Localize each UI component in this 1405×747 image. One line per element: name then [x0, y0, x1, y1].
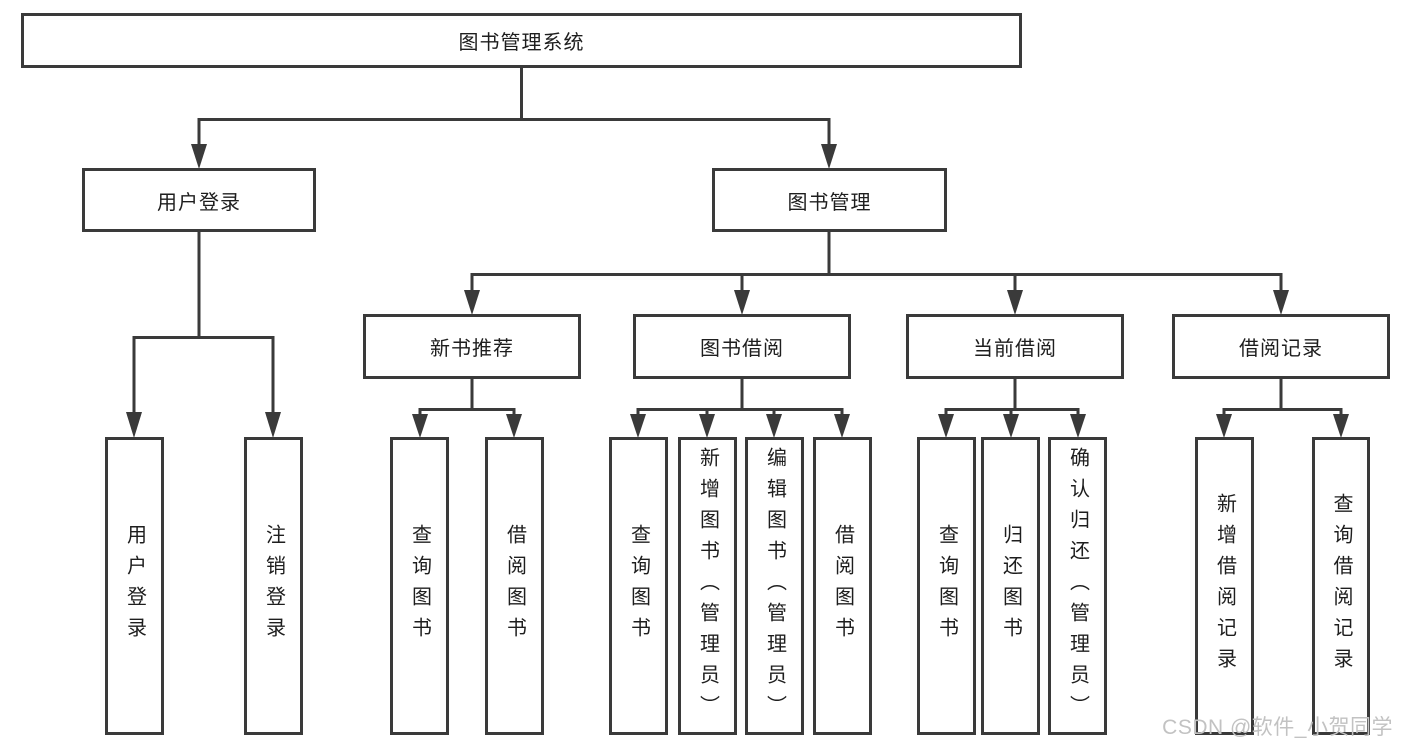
leaf-label: 编辑图书（管理员） — [763, 446, 786, 726]
leaf-label: 借阅图书 — [503, 524, 526, 648]
leaf-label: 新增图书（管理员） — [696, 446, 719, 726]
node-new-book-recommend: 新书推荐 — [363, 314, 581, 379]
node-book-borrowing: 图书借阅 — [633, 314, 851, 379]
leaf-label: 用户登录 — [123, 524, 146, 648]
node-current-borrowing: 当前借阅 — [906, 314, 1124, 379]
node-leaf-add-books-admin: 新增图书（管理员） — [678, 437, 737, 735]
connector-book-management-children — [464, 232, 1289, 315]
leaf-label: 归还图书 — [999, 524, 1022, 648]
node-borrowing-records: 借阅记录 — [1172, 314, 1390, 379]
leaf-label: 注销登录 — [262, 524, 285, 648]
leaf-label: 新增借阅记录 — [1213, 493, 1236, 679]
node-leaf-add-borrow-record: 新增借阅记录 — [1195, 437, 1254, 735]
node-leaf-borrow-books: 借阅图书 — [813, 437, 872, 735]
leaf-label: 查询图书 — [627, 524, 650, 648]
connector-root-to-level2 — [191, 67, 837, 169]
connector-book-borrowing-children — [630, 379, 850, 438]
leaf-label: 确认归还（管理员） — [1066, 446, 1089, 726]
csdn-watermark: CSDN @软件_小贺同学 — [1162, 716, 1393, 739]
connector-current-borrowing-children — [938, 379, 1086, 438]
leaf-label: 查询借阅记录 — [1330, 493, 1352, 679]
node-leaf-query-books-borrowing: 查询图书 — [609, 437, 668, 735]
node-library-system: 图书管理系统 — [21, 13, 1022, 68]
node-user-login: 用户登录 — [82, 168, 316, 232]
node-leaf-user-login: 用户登录 — [105, 437, 164, 735]
node-leaf-query-books-recommend: 查询图书 — [390, 437, 449, 735]
node-leaf-borrow-books-recommend: 借阅图书 — [485, 437, 544, 735]
leaf-label: 查询图书 — [935, 524, 958, 648]
node-leaf-query-borrow-record: 查询借阅记录 — [1312, 437, 1370, 735]
node-leaf-logout: 注销登录 — [244, 437, 303, 735]
leaf-label: 查询图书 — [408, 524, 431, 648]
node-leaf-confirm-return-admin: 确认归还（管理员） — [1048, 437, 1107, 735]
node-book-management: 图书管理 — [712, 168, 947, 232]
node-leaf-return-books: 归还图书 — [981, 437, 1040, 735]
node-leaf-edit-books-admin: 编辑图书（管理员） — [745, 437, 804, 735]
node-leaf-query-books-current: 查询图书 — [917, 437, 976, 735]
connector-user-login-children — [126, 232, 281, 438]
connector-new-book-recommend-children — [412, 379, 522, 438]
connector-borrowing-records-children — [1216, 379, 1349, 438]
leaf-label: 借阅图书 — [831, 524, 854, 648]
